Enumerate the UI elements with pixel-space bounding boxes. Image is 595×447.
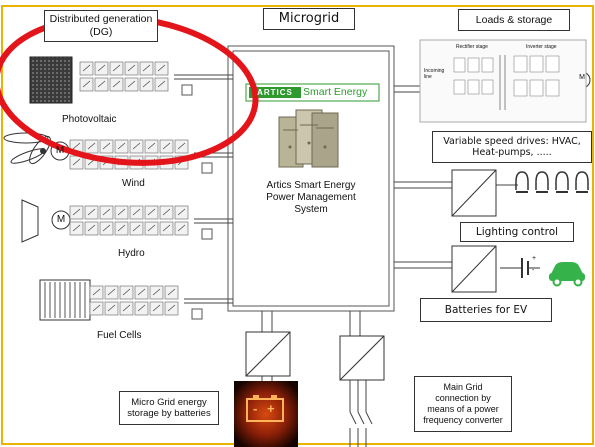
motor-symbol-hydro: M	[56, 214, 66, 225]
motor-symbol-load: M	[579, 74, 585, 81]
hydro-motor	[51, 210, 71, 230]
drives-box: Variable speed drives: HVAC, Heat-pumps,…	[432, 131, 592, 163]
battery-icon	[246, 398, 284, 422]
drive-converter	[451, 169, 497, 217]
capacitor-minus: -	[532, 267, 535, 274]
capacitor-symbol	[500, 258, 540, 278]
ev-converter	[451, 245, 497, 293]
logo-brand: ARTICS	[257, 88, 293, 97]
storage-converter	[245, 331, 291, 377]
inverter-stage-label: Inverter stage	[526, 44, 557, 50]
grid-converter	[339, 335, 385, 381]
fuel-cell-stack	[39, 279, 91, 321]
source-label-photovoltaic: Photovoltaic	[62, 114, 117, 125]
battery-storage-image	[234, 381, 298, 447]
converter-bridge-pv	[79, 61, 193, 96]
lighting-box: Lighting control	[460, 222, 574, 242]
motor-symbol-wind: M	[55, 145, 65, 156]
battery-storage-box: Micro Grid energy storage by batteries	[119, 391, 219, 425]
terminal-box	[201, 162, 213, 174]
battery-plus: +	[267, 401, 275, 416]
dg-header-line2: (DG)	[89, 26, 113, 38]
source-label-fuel-cells: Fuel Cells	[97, 330, 142, 341]
source-label-hydro: Hydro	[118, 248, 145, 259]
converter-bridge-fuel-cells	[89, 285, 203, 320]
terminal-box	[191, 308, 203, 320]
logo-smart-energy: Smart Energy	[303, 86, 368, 98]
hydro-turbine	[21, 199, 39, 243]
central-panel-inner	[232, 50, 390, 307]
incoming-line-label: Incoming line	[424, 68, 445, 80]
light-bulb-icon	[555, 171, 569, 193]
inverter-bridge	[513, 55, 560, 97]
server-icon	[278, 109, 339, 168]
source-label-wind: Wind	[122, 178, 145, 189]
ev-car-icon	[549, 262, 585, 287]
dg-header-line1: Distributed generation	[49, 13, 153, 26]
dg-header-box: Distributed generation (DG)	[44, 10, 158, 42]
converter-bridge-hydro	[69, 205, 213, 240]
ev-box: Batteries for EV	[420, 298, 552, 322]
terminal-box	[201, 228, 213, 240]
terminal-box	[181, 84, 193, 96]
page-title: Microgrid	[263, 8, 355, 30]
capacitor-plus: +	[532, 255, 537, 262]
loads-header-box: Loads & storage	[458, 9, 570, 31]
rectifier-stage-label: Rectifier stage	[456, 44, 488, 50]
wind-turbine	[3, 132, 51, 165]
light-bulb-icon	[515, 171, 529, 193]
central-panel-outer	[227, 45, 395, 312]
battery-minus: -	[253, 401, 258, 416]
pv-panel	[29, 56, 73, 104]
rectifier-bridge	[453, 55, 506, 110]
light-bulb-icon	[575, 171, 589, 193]
light-bulb-icon	[535, 171, 549, 193]
main-grid-box: Main Grid connection by means of a power…	[414, 376, 512, 432]
system-name: Artics Smart Energy Power Management Sys…	[266, 180, 356, 215]
inverter-panel	[419, 39, 587, 123]
